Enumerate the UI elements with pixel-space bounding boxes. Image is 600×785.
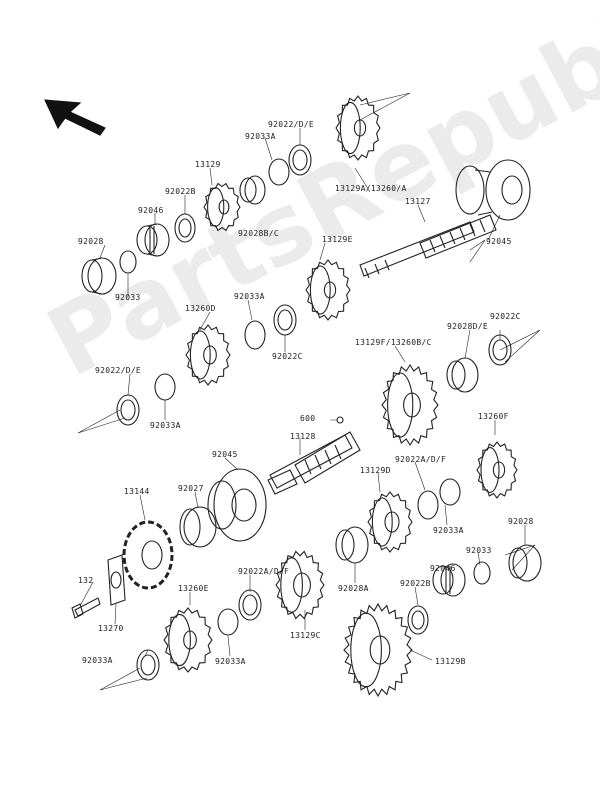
part-label: 92022A/D/F <box>238 567 290 576</box>
needle-bearing-92046-lower <box>432 563 466 597</box>
needle-bearing-92028bc <box>239 175 266 205</box>
part-label: 92033A <box>245 132 276 141</box>
part-label: 92046 <box>138 206 164 215</box>
part-label: 92022B <box>165 187 196 196</box>
part-label: 92022C <box>490 312 521 321</box>
gear-13129 <box>203 182 241 232</box>
sprocket-13144 <box>122 520 174 590</box>
part-label: 92045 <box>486 237 512 246</box>
washers <box>116 144 512 681</box>
bearing-92045-lower <box>207 468 267 542</box>
part-label: 13127 <box>405 197 431 206</box>
collar-92028a <box>335 526 369 564</box>
needle-bearing-92046-upper <box>136 223 170 257</box>
gear-13129e <box>305 259 351 321</box>
part-label: 92033A <box>234 292 265 301</box>
part-label: 13260D <box>185 304 216 313</box>
part-label: 92046 <box>430 564 456 573</box>
part-label: 92028 <box>508 517 534 526</box>
part-label: 92028D/E <box>447 322 488 331</box>
gears <box>163 95 518 698</box>
bolt-132 <box>71 597 101 619</box>
gear-13260f <box>476 441 518 499</box>
part-label: 132 <box>78 576 94 585</box>
gear-13129f <box>381 363 439 447</box>
part-label: 92022A/D/F <box>395 455 447 464</box>
part-label: 13129B <box>435 657 466 666</box>
part-label: 13129A/13260/A <box>335 184 407 193</box>
part-label: 92022/D/E <box>268 120 315 129</box>
part-label: 92045 <box>212 450 238 459</box>
gear-13129a <box>335 95 381 161</box>
part-label: 92022B <box>400 579 431 588</box>
part-label: 13260F <box>478 412 509 421</box>
leader-lines <box>79 128 526 661</box>
part-label: 92033A <box>150 421 181 430</box>
gear-13129c <box>275 550 325 620</box>
gear-13129b <box>343 602 413 698</box>
part-label: 13144 <box>124 487 150 496</box>
part-label: 600 <box>300 414 316 423</box>
part-label: 92033A <box>82 656 113 665</box>
front-direction-arrow <box>44 99 106 136</box>
part-label: 92022C <box>272 352 303 361</box>
gear-13260e <box>163 607 213 673</box>
part-label: 13129D <box>360 466 391 475</box>
oil-plug-600 <box>336 416 344 424</box>
part-label: 13129E <box>322 235 353 244</box>
part-label: 13129 <box>195 160 221 169</box>
collar-92028d <box>446 357 479 393</box>
collar-92027 <box>179 506 217 548</box>
bearing-92045-upper <box>455 159 531 221</box>
part-label: 92033A <box>215 657 246 666</box>
lock-plate-13270 <box>107 554 126 606</box>
part-label: 92027 <box>178 484 204 493</box>
part-label: 92033 <box>115 293 141 302</box>
part-label: 92028 <box>78 237 104 246</box>
part-label: 13128 <box>290 432 316 441</box>
part-label: 92028A <box>338 584 369 593</box>
shaft-13128 <box>267 431 361 495</box>
part-label: 13129C <box>290 631 321 640</box>
pointer-spikes <box>77 92 541 691</box>
gear-13129d <box>367 491 413 553</box>
collar-92028 <box>81 257 117 295</box>
collar-92028-right <box>508 544 542 582</box>
part-label: 92028B/C <box>238 229 279 238</box>
shaft-13127 <box>359 214 497 279</box>
part-label: 92033 <box>466 546 492 555</box>
part-label: 92033A <box>433 526 464 535</box>
part-label: 13270 <box>98 624 124 633</box>
part-label: 13260E <box>178 584 209 593</box>
part-label: 92022/D/E <box>95 366 142 375</box>
gear-13260d <box>185 324 231 386</box>
part-label: 13129F/13260B/C <box>355 338 432 347</box>
